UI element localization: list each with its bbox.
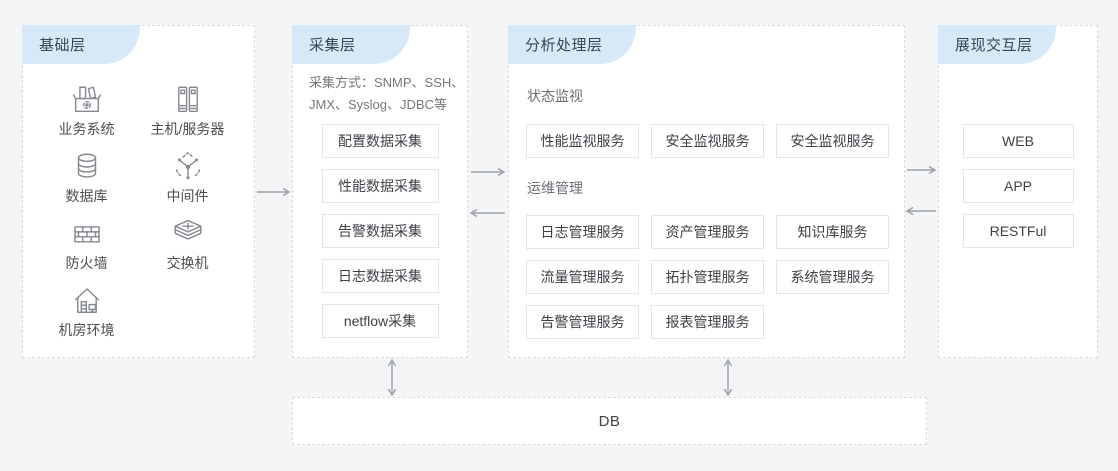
panel-title: 分析处理层 <box>525 37 603 54</box>
panel-foundation-layer: 基础层 业务系统 主机/服务器 <box>22 25 255 358</box>
panel-title: 基础层 <box>39 37 86 54</box>
service-box: 系统管理服务 <box>776 260 889 294</box>
foundation-items: 业务系统 主机/服务器 数据库 <box>39 83 235 351</box>
foundation-title-tab: 基础层 <box>22 25 140 64</box>
channel-box: APP <box>962 169 1074 203</box>
presentation-title-tab: 展现交互层 <box>938 25 1056 64</box>
list-item: 中间件 <box>140 150 235 217</box>
service-box: 安全监视服务 <box>651 124 764 158</box>
foundation-item-label: 中间件 <box>166 188 209 204</box>
collection-box: 日志数据采集 <box>321 259 439 293</box>
foundation-item-label: 主机/服务器 <box>150 121 225 137</box>
foundation-item-label: 业务系统 <box>58 121 115 137</box>
collection-box: 配置数据采集 <box>321 124 439 158</box>
list-item: 交换机 <box>140 217 235 284</box>
foundation-item-label: 防火墙 <box>65 255 108 271</box>
db-bar: DB <box>292 397 927 445</box>
service-box: 资产管理服务 <box>651 215 764 249</box>
list-item: 业务系统 <box>39 83 134 150</box>
service-box: 日志管理服务 <box>526 215 639 249</box>
service-box: 告警管理服务 <box>526 305 639 339</box>
panel-analysis-layer: 分析处理层 状态监视 性能监视服务 安全监视服务 安全监视服务 运维管理 日志管… <box>508 25 905 358</box>
foundation-item-label: 交换机 <box>166 255 209 271</box>
list-item: 数据库 <box>39 150 134 217</box>
database-icon <box>77 153 96 178</box>
arrow-collection-db <box>387 358 397 397</box>
list-item: 防火墙 <box>39 217 134 284</box>
channel-box: WEB <box>962 124 1074 158</box>
status-monitor-section-label: 状态监视 <box>527 88 583 104</box>
status-monitor-boxes: 性能监视服务 安全监视服务 安全监视服务 <box>526 124 889 158</box>
arrow-foundation-to-collection <box>257 187 291 197</box>
arrow-presentation-to-analysis <box>905 206 936 216</box>
collection-boxes: 配置数据采集 性能数据采集 告警数据采集 日志数据采集 netflow采集 <box>293 124 467 338</box>
collection-box: 性能数据采集 <box>321 169 439 203</box>
server-room-icon <box>74 288 99 314</box>
firewall-icon <box>73 226 100 243</box>
collection-box: netflow采集 <box>321 304 439 338</box>
arrow-analysis-to-presentation <box>907 165 937 175</box>
collection-title-tab: 采集层 <box>292 25 410 64</box>
service-box: 报表管理服务 <box>651 305 764 339</box>
collection-box: 告警数据采集 <box>321 214 439 248</box>
middleware-icon <box>175 152 200 180</box>
list-item: 主机/服务器 <box>140 83 235 150</box>
service-box: 拓扑管理服务 <box>651 260 764 294</box>
service-box: 知识库服务 <box>776 215 889 249</box>
ops-management-boxes: 日志管理服务 资产管理服务 知识库服务 流量管理服务 拓扑管理服务 系统管理服务… <box>526 215 889 339</box>
arrow-analysis-to-collection <box>469 208 505 218</box>
arrow-collection-to-analysis <box>471 167 506 177</box>
collection-methods-note: 采集方式：SNMP、SSH、JMX、Syslog、JDBC等 <box>309 75 465 112</box>
panel-presentation-layer: 展现交互层 WEB APP RESTFul <box>938 25 1098 358</box>
service-box: 安全监视服务 <box>776 124 889 158</box>
panel-collection-layer: 采集层 采集方式：SNMP、SSH、JMX、Syslog、JDBC等 配置数据采… <box>292 25 468 358</box>
business-system-icon <box>72 86 101 113</box>
panel-title: 展现交互层 <box>955 37 1033 54</box>
service-box: 流量管理服务 <box>526 260 639 294</box>
host-server-icon <box>177 86 198 113</box>
db-label: DB <box>598 412 621 430</box>
panel-title: 采集层 <box>309 37 356 54</box>
service-box: 性能监视服务 <box>526 124 639 158</box>
foundation-item-label: 数据库 <box>65 188 108 204</box>
list-item: 机房环境 <box>39 284 134 351</box>
presentation-boxes: WEB APP RESTFul <box>939 124 1097 248</box>
switch-icon <box>174 219 201 240</box>
arrow-analysis-db <box>723 358 733 397</box>
analysis-title-tab: 分析处理层 <box>508 25 636 64</box>
foundation-item-label: 机房环境 <box>58 322 115 338</box>
channel-box: RESTFul <box>962 214 1074 248</box>
ops-management-section-label: 运维管理 <box>527 180 583 196</box>
